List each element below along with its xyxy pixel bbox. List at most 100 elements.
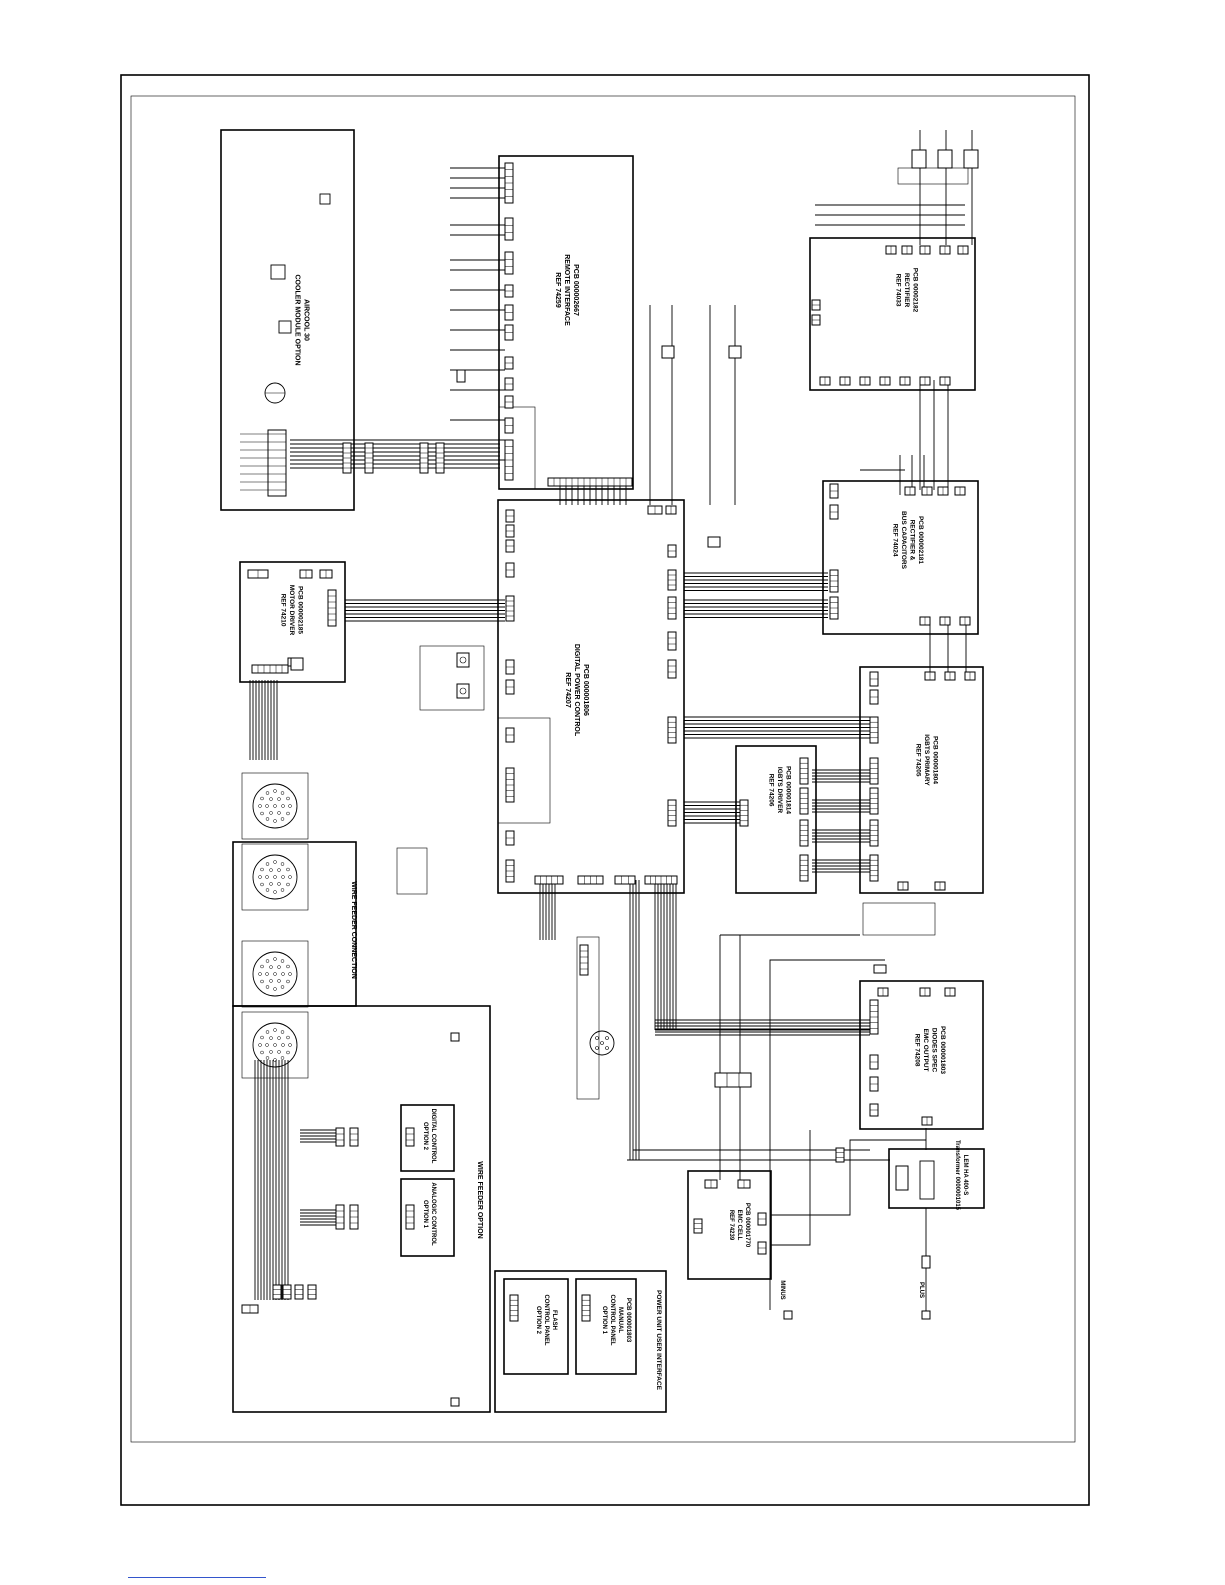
block-label-line: EMC OUTPUT [922,1029,929,1072]
block-sense-relay [862,902,936,936]
label-user-if: POWER UNIT USER INTERFACE [655,1290,662,1391]
inner-frame [130,95,1076,1443]
block-label-line: POWER UNIT USER INTERFACE [655,1290,662,1391]
wire-harness [249,167,967,1312]
round-connector-frame [241,843,309,911]
connector-icon [869,787,879,815]
block-label-line: REF 74259 [554,272,561,308]
connector-icon [504,217,514,241]
block-user-if [494,1270,667,1413]
round-connector-frame [241,940,309,1008]
round-connector-frame [241,772,309,840]
block-label-line: PCB 000001803 [939,1026,946,1074]
connector-icon [307,1284,317,1300]
block-option-area [497,717,551,824]
pot-right-icon [456,683,470,699]
block-label-line: CONTROL PANEL [609,1294,615,1345]
flow-switch-icon [319,193,331,205]
block-label-line: MINUS [779,1280,785,1299]
block-label-line: OPTION 2 [535,1306,541,1335]
block-wire-opt [232,1005,491,1413]
block-label-line: REF 74024 [891,524,898,557]
block-label-line: RECTIFIER & [908,520,915,561]
block-label-line: DIGITAL POWER CONTROL [573,644,580,737]
coolant-sensor-icon [278,320,292,334]
relay-icon [728,345,742,359]
block-torch-conn [576,936,600,1100]
block-label-line: REF 74208 [913,1034,920,1067]
block-label-line: EMC CELL [736,1210,742,1241]
connector-icon [614,875,636,885]
tacho-icon [290,657,304,671]
block-label-line: BUS CAPACITORS [900,511,907,570]
label-plus: PLUS [918,1282,924,1298]
label-wire-conn: WIRE FEEDER CONNECTION [350,881,357,979]
round-connector-icon [252,854,298,900]
block-label-line: PCB 000001814 [785,766,792,814]
round-connector-frame [241,1011,309,1079]
connector-icon [294,1284,304,1300]
connector-icon [450,1397,460,1407]
connector-icon [450,1032,460,1042]
block-label-line: WIRE FEEDER OPTION [476,1161,483,1238]
block-label-line: IGBTS PRIMARY [923,734,930,786]
block-label-line: PCB 00002182 [912,268,919,313]
connector-icon [869,854,879,882]
block-label-line: DIODES SPEC [930,1028,937,1073]
connector-icon [799,787,809,815]
connector-icon [739,799,749,827]
label-minus: MINUS [779,1280,785,1299]
block-label-line: REMOTE INTERFACE [563,254,570,326]
block-label-line: RECTIFIER [903,273,910,308]
connector-icon [667,659,677,679]
pot-left-icon [456,652,470,668]
block-motor [239,561,346,683]
hall-sensor-icon [919,1160,935,1200]
block-label-line: AIRCOOL 30 [303,299,310,341]
aircool-terminal-strip [267,429,287,497]
mains-fuse-icon [937,149,953,169]
connector-icon [509,1294,519,1322]
block-label-line: PLUS [918,1282,924,1298]
block-label-line: REF 74205 [915,744,922,777]
mains-fuse-icon [963,149,979,169]
block-analogic-opt [400,1178,455,1257]
connector-icon [504,251,514,275]
block-label-line: PCB 000001770 [744,1203,750,1248]
block-label-line: REF 74210 [280,594,287,627]
block-label-line: PCB 000002185 [297,586,304,634]
block-label-line: PCB 000002181 [917,516,924,564]
block-ctrl-opt2 [503,1278,569,1375]
connector-icon [272,1284,282,1300]
block-label-line: OPTION 1 [422,1200,428,1229]
connector-icon [581,1294,591,1322]
block-label-line: MOTOR DRIVER [288,585,295,636]
block-label-line: REF 74033 [895,274,902,307]
plus-terminal-icon [921,1310,931,1320]
block-label-line: LEM HA 400-S [962,1155,968,1195]
pump-icon [270,264,286,280]
connector-icon [667,631,677,651]
connector-icon [667,799,677,827]
block-power-led [396,847,428,895]
round-connector-icon [252,951,298,997]
block-label-line: FLASH [551,1310,557,1330]
label-wire-opt: WIRE FEEDER OPTION [476,1161,483,1238]
outer-frame [120,74,1090,1506]
torch-socket-icon [589,1030,615,1056]
block-label-line: PCB 000001804 [932,736,939,784]
block-rect-sec [809,237,976,391]
connector-icon [349,1127,359,1147]
block-label-line: PCB 000001806 [582,664,589,716]
block-label-line: REF 74207 [564,672,571,708]
